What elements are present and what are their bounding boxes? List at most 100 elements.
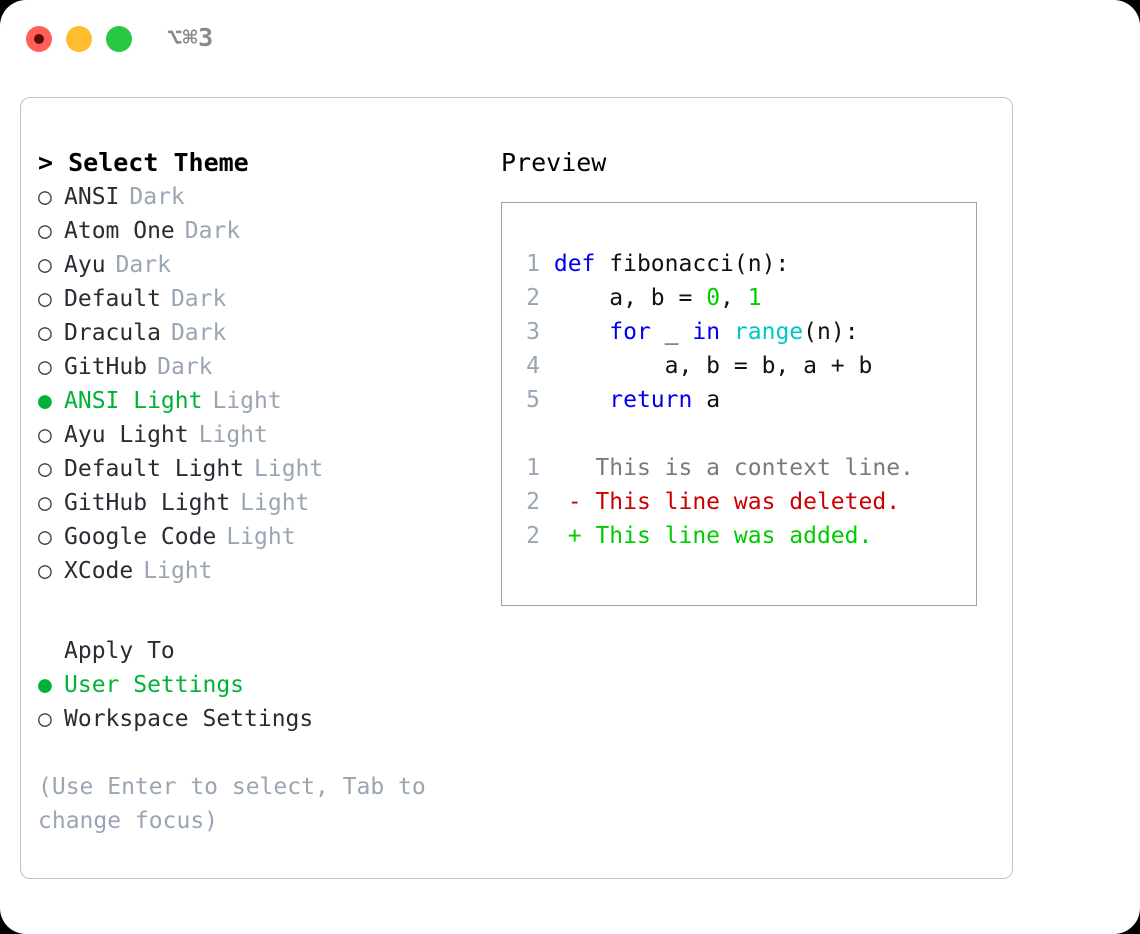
diff-line: 2 + This line was added. — [514, 519, 968, 553]
close-button[interactable] — [26, 26, 52, 52]
radio-unselected-icon: ○ — [38, 706, 52, 732]
code-token — [720, 319, 734, 345]
code-token: for — [609, 319, 651, 345]
theme-name: ANSI — [64, 184, 120, 210]
theme-name: Default Light — [64, 456, 245, 482]
radio-unselected-icon: ○ — [38, 218, 52, 244]
minimize-button[interactable] — [66, 26, 92, 52]
theme-variant: Dark — [170, 286, 227, 312]
window-controls — [26, 26, 132, 52]
apply-to-option-user-settings[interactable]: ● User Settings — [38, 668, 488, 702]
diff-text: This line was added. — [581, 523, 873, 549]
theme-list-heading: > Select Theme — [38, 148, 249, 177]
theme-variant: Light — [198, 422, 268, 448]
code-token: return — [609, 387, 693, 413]
apply-to-heading: Apply To — [64, 638, 175, 664]
code-token: 0 — [706, 285, 721, 311]
theme-variant: Light — [226, 524, 296, 550]
theme-variant: Dark — [115, 252, 171, 278]
diff-text: This line was deleted. — [581, 489, 901, 515]
theme-variant: Light — [254, 456, 324, 482]
theme-variant: Light — [143, 558, 213, 584]
radio-unselected-icon: ○ — [38, 354, 52, 380]
apply-to-label: User Settings — [64, 672, 245, 698]
radio-unselected-icon: ○ — [38, 320, 52, 346]
keyboard-hint: (Use Enter to select, Tab to change focu… — [38, 774, 440, 834]
theme-name: Ayu — [64, 252, 106, 278]
theme-name: XCode — [64, 558, 134, 584]
diff-marker: - — [567, 489, 582, 515]
theme-variant: Dark — [129, 184, 185, 210]
theme-option-ayu[interactable]: ○ Ayu Dark — [38, 248, 488, 282]
line-number: 1 — [526, 251, 540, 277]
theme-name: Ayu Light — [64, 422, 189, 448]
code-token: range — [733, 319, 804, 345]
theme-option-default-light[interactable]: ○ Default Light Light — [38, 452, 488, 486]
theme-variant: Dark — [184, 218, 241, 244]
preview-column: Preview 1 def fibonacci(n):2 a, b = 0, 1… — [501, 146, 996, 606]
code-token: , — [720, 285, 748, 311]
radio-unselected-icon: ○ — [38, 252, 52, 278]
code-token: a, b = — [553, 285, 707, 311]
line-number: 5 — [526, 387, 540, 413]
theme-option-dracula[interactable]: ○ Dracula Dark — [38, 316, 488, 350]
code-token: (n): — [803, 319, 859, 345]
code-line: 5 return a — [514, 383, 968, 417]
code-token: fibonacci(n): — [609, 251, 790, 277]
radio-unselected-icon: ○ — [38, 524, 52, 550]
line-number: 3 — [526, 319, 540, 345]
line-number: 2 — [526, 489, 540, 515]
code-token — [554, 319, 609, 345]
apply-to-label: Workspace Settings — [64, 706, 314, 732]
section-spacer — [38, 588, 488, 634]
code-line: 2 a, b = 0, 1 — [514, 281, 968, 315]
preview-heading: Preview — [501, 148, 607, 177]
theme-name: Atom One — [64, 218, 175, 244]
theme-name: ANSI Light — [64, 388, 203, 414]
code-token: a, b = b, a + b — [553, 353, 873, 379]
code-line: 3 for _ in range(n): — [514, 315, 968, 349]
radio-unselected-icon: ○ — [38, 456, 52, 482]
theme-name: GitHub — [64, 354, 148, 380]
radio-unselected-icon: ○ — [38, 558, 52, 584]
theme-name: GitHub Light — [64, 490, 231, 516]
line-number: 1 — [526, 455, 540, 481]
theme-option-google-code[interactable]: ○ Google Code Light — [38, 520, 488, 554]
diff-marker — [568, 455, 582, 481]
code-diff-separator — [514, 417, 968, 451]
radio-unselected-icon: ○ — [38, 184, 52, 210]
theme-option-xcode[interactable]: ○ XCode Light — [38, 554, 488, 588]
theme-variant: Light — [212, 388, 282, 414]
radio-unselected-icon: ○ — [38, 286, 52, 312]
theme-option-ansi[interactable]: ○ ANSI Dark — [38, 180, 488, 214]
code-line: 4 a, b = b, a + b — [514, 349, 968, 383]
line-number: 4 — [526, 353, 540, 379]
radio-unselected-icon: ○ — [38, 490, 52, 516]
code-line: 1 def fibonacci(n): — [514, 247, 968, 281]
theme-option-atom-one[interactable]: ○ Atom One Dark — [38, 214, 488, 248]
theme-variant: Light — [240, 490, 310, 516]
zoom-button[interactable] — [106, 26, 132, 52]
diff-block: 1 This is a context line. 2 - This line w… — [514, 451, 968, 553]
apply-to-options: ● User Settings ○ Workspace Settings — [38, 668, 488, 736]
theme-name: Google Code — [64, 524, 217, 550]
keyboard-shortcut-label: ⌥⌘3 — [167, 23, 214, 52]
theme-option-github[interactable]: ○ GitHub Dark — [38, 350, 488, 384]
theme-variant: Dark — [157, 354, 213, 380]
theme-option-github-light[interactable]: ○ GitHub Light Light — [38, 486, 488, 520]
theme-variant: Dark — [170, 320, 227, 346]
diff-text: This is a context line. — [581, 455, 914, 481]
title-bar: ⌥⌘3 — [0, 0, 1140, 78]
theme-name: Dracula — [64, 320, 161, 346]
apply-to-option-workspace-settings[interactable]: ○ Workspace Settings — [38, 702, 488, 736]
radio-selected-icon: ● — [38, 672, 52, 698]
